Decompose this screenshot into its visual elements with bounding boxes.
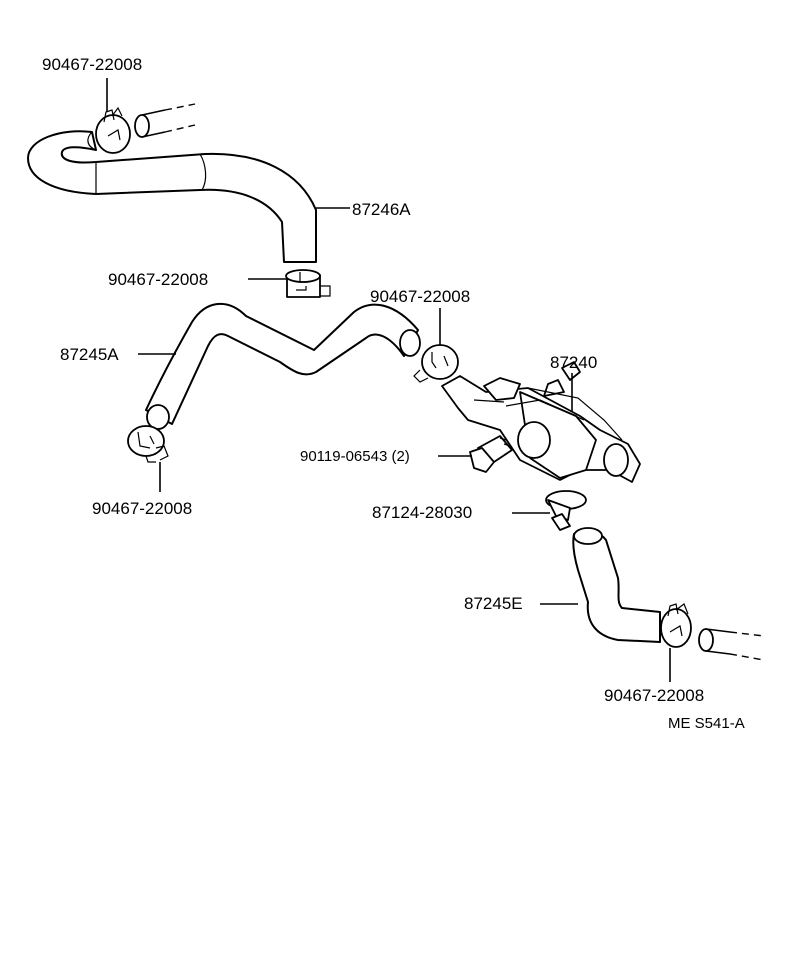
upper-hose-87246a bbox=[27, 130, 317, 263]
lower-hose-87245e bbox=[572, 527, 661, 643]
hose-clamp-top bbox=[95, 106, 131, 154]
label-clamp-mid-right: 90467-22008 bbox=[370, 287, 470, 306]
hose-clamp-bottom-left bbox=[127, 425, 169, 463]
pipe-stub-top bbox=[134, 103, 196, 138]
label-valve: 87240 bbox=[550, 353, 597, 372]
label-clamp-bottom-left: 90467-22008 bbox=[92, 499, 192, 518]
label-hose-upper: 87246A bbox=[352, 200, 411, 219]
hose-clamp-mid-left bbox=[285, 269, 331, 298]
middle-hose-87245a bbox=[145, 302, 421, 430]
label-bolt: 90119-06543 (2) bbox=[300, 448, 410, 465]
label-clamp-mid-left: 90467-22008 bbox=[108, 270, 208, 289]
label-hose-middle: 87245A bbox=[60, 345, 119, 364]
leader-lines bbox=[106, 78, 671, 682]
diagram-code: ME S541-A bbox=[668, 715, 745, 732]
label-clamp-top: 90467-22008 bbox=[42, 55, 142, 74]
label-hose-lower: 87245E bbox=[464, 594, 523, 613]
label-clip: 87124-28030 bbox=[372, 503, 472, 522]
label-clamp-bottom-right: 90467-22008 bbox=[604, 686, 704, 705]
hose-clamp-bottom-right bbox=[660, 603, 692, 648]
hose-clamp-mid-right bbox=[413, 344, 459, 383]
pipe-stub-bottom-right bbox=[698, 628, 765, 661]
valve-assembly-87240 bbox=[441, 361, 641, 483]
bolt-90119 bbox=[469, 435, 513, 473]
clip-87124 bbox=[545, 490, 587, 531]
